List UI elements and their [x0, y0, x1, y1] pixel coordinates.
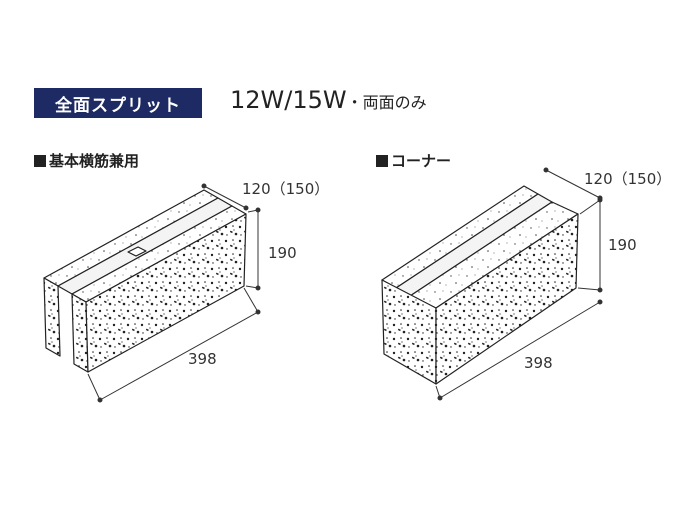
block2-title: コーナー	[376, 150, 451, 171]
square-bullet-icon	[34, 155, 46, 167]
block1-dimension-lines	[87, 183, 261, 403]
block2-length-label: 398	[524, 354, 553, 372]
block1-width-label: 120（150）	[242, 180, 330, 198]
size-note: ・両面のみ	[346, 93, 427, 112]
block1-title: 基本横筋兼用	[34, 150, 139, 171]
type-badge: 全面スプリット	[34, 88, 202, 118]
block1-height-label: 190	[268, 244, 297, 262]
block2-width-label: 120（150）	[584, 170, 672, 188]
size-subtitle: 12W/15W・両面のみ	[230, 86, 427, 114]
block2-dimension-lines	[435, 167, 603, 401]
size-label: 12W/15W	[230, 86, 347, 114]
block2-drawing	[381, 185, 579, 385]
block1-drawing	[43, 189, 247, 373]
block2-height-label: 190	[608, 236, 637, 254]
block1-length-label: 398	[188, 350, 217, 368]
square-bullet-icon	[376, 155, 388, 167]
